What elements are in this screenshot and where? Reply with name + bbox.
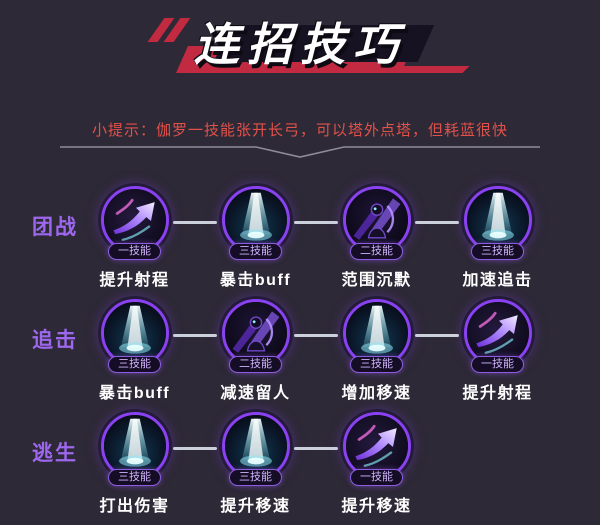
skill-effect-name: 暴击buff (98, 385, 171, 402)
skill-step: 二技能减速留人 (173, 299, 316, 403)
beam-skill-icon (221, 186, 290, 254)
skill-step: 一技能提升射程 (415, 299, 558, 403)
skill-step: 二技能范围沉默 (294, 186, 437, 290)
connector-line (173, 221, 217, 224)
row-label: 追击 (32, 329, 78, 352)
skill-slot-badge: 三技能 (229, 243, 282, 260)
skill-step: 三技能提升移速 (173, 412, 316, 516)
skill-slot-badge: 三技能 (229, 469, 282, 486)
arrow-skill-icon (100, 186, 169, 254)
skill-effect-name: 提升移速 (220, 498, 291, 515)
tip-text: 小提示：伽罗一技能张开长弓，可以塔外点塔，但耗蓝很快 (91, 122, 508, 139)
skill-step: 一技能提升移速 (294, 412, 437, 516)
skill-effect-name: 加速追击 (462, 272, 533, 289)
beam-skill-icon (463, 186, 532, 254)
skill-step: 三技能暴击buff (173, 186, 316, 290)
connector-line (294, 334, 338, 337)
skill-step: 三技能打出伤害 (74, 412, 195, 516)
arrow-skill-icon (342, 412, 411, 480)
skill-slot-badge: 一技能 (471, 356, 524, 373)
skill-slot-badge: 二技能 (350, 243, 403, 260)
skill-effect-name: 减速留人 (220, 385, 291, 402)
skill-step: 一技能提升射程 (74, 186, 195, 290)
connector-line (294, 221, 338, 224)
title-box: 连招技巧 (147, 16, 470, 74)
skill-slot-badge: 一技能 (108, 243, 161, 260)
arrow-skill-icon (463, 299, 532, 367)
combo-row: 追击 三技能暴击buff 二技能减速留人 (0, 299, 600, 412)
combo-rows: 团战 一技能提升射程 三技能暴击buff (0, 186, 600, 525)
skill-effect-name: 打出伤害 (99, 498, 170, 515)
divider-line (60, 146, 540, 158)
page-title: 连招技巧 (193, 19, 406, 70)
skill-slot-badge: 三技能 (108, 469, 161, 486)
connector-line (173, 447, 217, 450)
skill-step: 三技能加速追击 (415, 186, 558, 290)
beam-skill-icon (100, 412, 169, 480)
connector-line (173, 334, 217, 337)
skill-effect-name: 提升射程 (462, 385, 533, 402)
title-banner: 连招技巧 (0, 16, 600, 74)
hero-skill-icon (342, 186, 411, 254)
skill-effect-name: 暴击buff (219, 272, 292, 289)
combo-row: 逃生 三技能打出伤害 三技能提升移速 (0, 412, 600, 525)
skill-sequence: 一技能提升射程 三技能暴击buff 二技能范围沉默 (74, 186, 558, 290)
combo-row: 团战 一技能提升射程 三技能暴击buff (0, 186, 600, 299)
skill-step: 三技能暴击buff (74, 299, 195, 403)
skill-effect-name: 范围沉默 (341, 272, 412, 289)
row-label: 逃生 (32, 442, 78, 465)
skill-slot-badge: 二技能 (229, 356, 282, 373)
skill-effect-name: 提升移速 (341, 498, 412, 515)
skill-effect-name: 增加移速 (341, 385, 412, 402)
skill-slot-badge: 三技能 (471, 243, 524, 260)
beam-skill-icon (100, 299, 169, 367)
connector-line (415, 334, 459, 337)
connector-line (415, 221, 459, 224)
skill-slot-badge: 三技能 (108, 356, 161, 373)
skill-step: 三技能增加移速 (294, 299, 437, 403)
skill-sequence: 三技能暴击buff 二技能减速留人 三技能增加移速 (74, 299, 558, 403)
skill-effect-name: 提升射程 (99, 272, 170, 289)
hero-skill-icon (221, 299, 290, 367)
connector-line (294, 447, 338, 450)
skill-slot-badge: 三技能 (350, 356, 403, 373)
row-label: 团战 (32, 216, 78, 239)
skill-slot-badge: 一技能 (350, 469, 403, 486)
skill-sequence: 三技能打出伤害 三技能提升移速 一技能提升移速 (74, 412, 437, 516)
